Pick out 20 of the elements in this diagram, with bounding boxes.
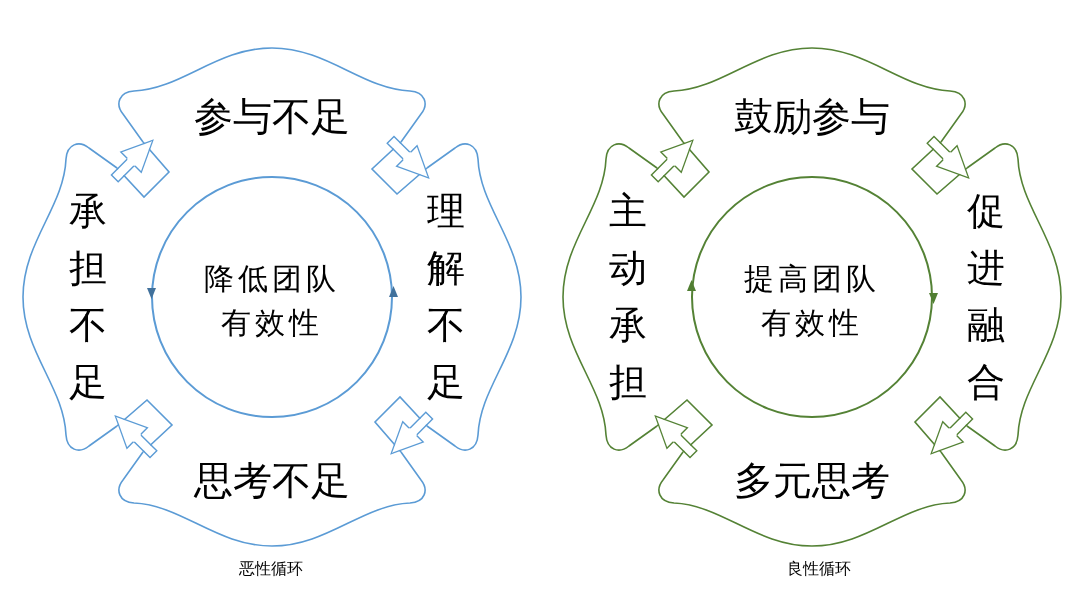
wavy-lobe (657, 47, 967, 142)
wavy-lobe (427, 142, 522, 452)
wavy-lobe (657, 452, 967, 547)
center-label: 提高团队有效性 (743, 260, 881, 342)
stage-label: 促进融合 (967, 188, 1005, 406)
wavy-lobe (117, 47, 427, 142)
stage-label: 鼓励参与 (734, 93, 890, 141)
wavy-lobe (22, 142, 117, 452)
diagram-caption: 恶性循环 (239, 559, 303, 579)
stage-label: 参与不足 (194, 93, 350, 141)
wavy-lobe (562, 142, 657, 452)
stage-label: 承担不足 (69, 188, 107, 406)
diagram-caption: 良性循环 (787, 559, 851, 579)
stage-label: 多元思考 (734, 457, 890, 505)
wavy-lobe (967, 142, 1062, 452)
center-label: 降低团队有效性 (203, 260, 341, 342)
stage-label: 思考不足 (194, 457, 350, 505)
stage-label: 主动承担 (609, 188, 647, 406)
stage-label: 理解不足 (427, 188, 465, 406)
wavy-lobe (117, 452, 427, 547)
